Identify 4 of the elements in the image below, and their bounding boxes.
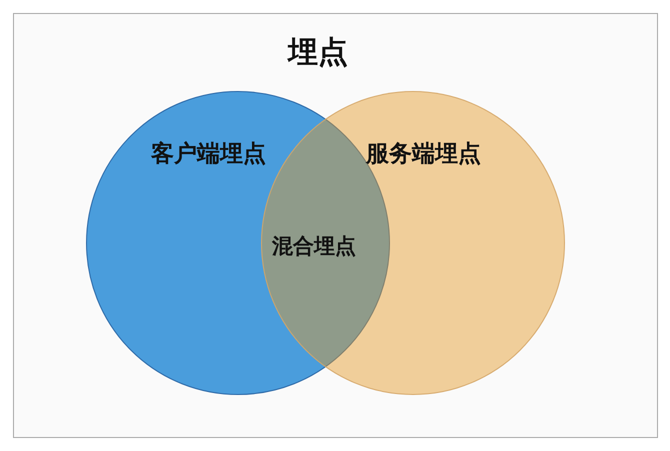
set-label: 服务端埋点 bbox=[366, 140, 481, 169]
diagram-title: 埋点 bbox=[286, 34, 349, 72]
overlap-label: 混合埋点 bbox=[272, 233, 356, 260]
set-label: 客户端埋点 bbox=[151, 140, 266, 169]
